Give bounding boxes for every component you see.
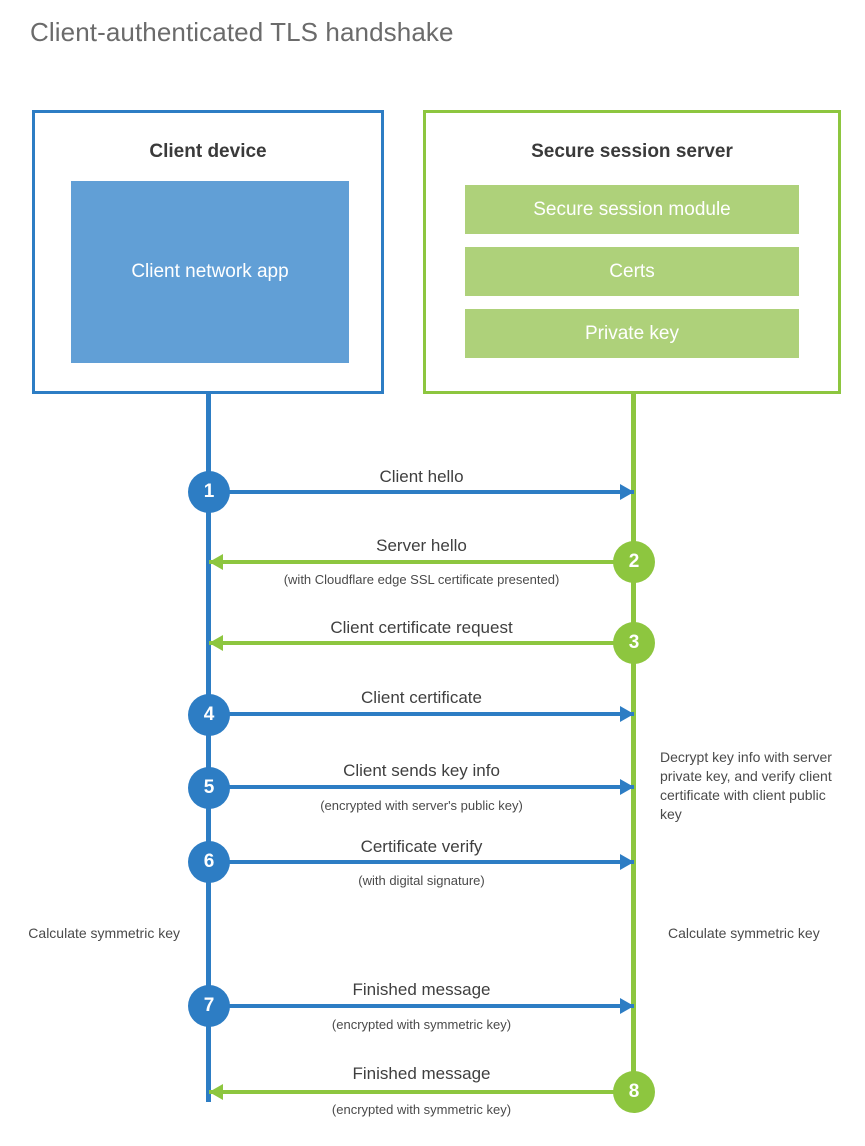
step-2-arrow xyxy=(209,554,634,570)
server-component-secure-session-module: Secure session module xyxy=(465,185,799,234)
client-device-title: Client device xyxy=(149,141,267,162)
step-1-label: Client hello xyxy=(379,467,464,486)
step-1-arrow-shaft xyxy=(209,490,634,494)
step-4-badge: 4 xyxy=(188,694,230,736)
step-5-label: Client sends key info xyxy=(343,761,500,780)
step-3-badge: 3 xyxy=(613,622,655,664)
client-calculate-symmetric-key-annotation: Calculate symmetric key xyxy=(28,925,180,941)
step-1-badge: 1 xyxy=(188,471,230,513)
step-8-badge: 8 xyxy=(613,1071,655,1113)
step-6-arrow xyxy=(209,854,634,870)
step-7-arrow-head-icon xyxy=(620,998,634,1014)
server-component-private-key: Private key xyxy=(465,309,799,358)
step-3-label: Client certificate request xyxy=(330,618,513,637)
step-1-arrow-head-icon xyxy=(620,484,634,500)
step-2-arrow-head-icon xyxy=(209,554,223,570)
step-7-arrow xyxy=(209,998,634,1014)
server-lifeline xyxy=(631,391,636,1094)
step-2-sublabel: (with Cloudflare edge SSL certificate pr… xyxy=(283,572,560,587)
step-3-arrow xyxy=(209,635,634,651)
step-5-sublabel: (encrypted with server's public key) xyxy=(320,798,523,813)
server-component-list: Secure session module Certs Private key xyxy=(465,185,799,371)
step-4-arrow-shaft xyxy=(209,712,634,716)
step-5-arrow-shaft xyxy=(209,785,634,789)
step-3-arrow-shaft xyxy=(209,641,634,645)
step-8-arrow-head-icon xyxy=(209,1084,223,1100)
step-8-sublabel: (encrypted with symmetric key) xyxy=(331,1102,512,1117)
page-title: Client-authenticated TLS handshake xyxy=(30,17,454,47)
step-4-arrow-head-icon xyxy=(620,706,634,722)
step-6-arrow-shaft xyxy=(209,860,634,864)
server-component-certs: Certs xyxy=(465,247,799,296)
client-lifeline xyxy=(206,391,211,1102)
step-3-arrow-head-icon xyxy=(209,635,223,651)
step-6-label: Certificate verify xyxy=(360,837,483,856)
client-network-app-block: Client network app xyxy=(71,181,349,363)
step-7-badge: 7 xyxy=(188,985,230,1027)
step-5-arrow-head-icon xyxy=(620,779,634,795)
step-8-arrow xyxy=(209,1084,634,1100)
step-7-label: Finished message xyxy=(352,980,491,999)
secure-session-server-title: Secure session server xyxy=(531,141,733,162)
step-1-arrow xyxy=(209,484,634,500)
secure-session-server-box: Secure session server Secure session mod… xyxy=(423,110,841,394)
server-calculate-symmetric-key-annotation: Calculate symmetric key xyxy=(668,925,820,941)
step-2-arrow-shaft xyxy=(209,560,634,564)
step-5-badge: 5 xyxy=(188,767,230,809)
server-decrypt-annotation: Decrypt key info with server private key… xyxy=(660,749,832,822)
step-2-label: Server hello xyxy=(376,536,467,555)
step-7-arrow-shaft xyxy=(209,1004,634,1008)
step-4-arrow xyxy=(209,706,634,722)
client-device-box: Client device Client network app xyxy=(32,110,384,394)
step-6-arrow-head-icon xyxy=(620,854,634,870)
step-8-label: Finished message xyxy=(352,1064,491,1083)
step-4-label: Client certificate xyxy=(361,688,482,707)
step-8-arrow-shaft xyxy=(209,1090,634,1094)
step-6-sublabel: (with digital signature) xyxy=(358,873,485,888)
step-7-sublabel: (encrypted with symmetric key) xyxy=(331,1017,512,1032)
step-2-badge: 2 xyxy=(613,541,655,583)
step-6-badge: 6 xyxy=(188,841,230,883)
step-5-arrow xyxy=(209,779,634,795)
